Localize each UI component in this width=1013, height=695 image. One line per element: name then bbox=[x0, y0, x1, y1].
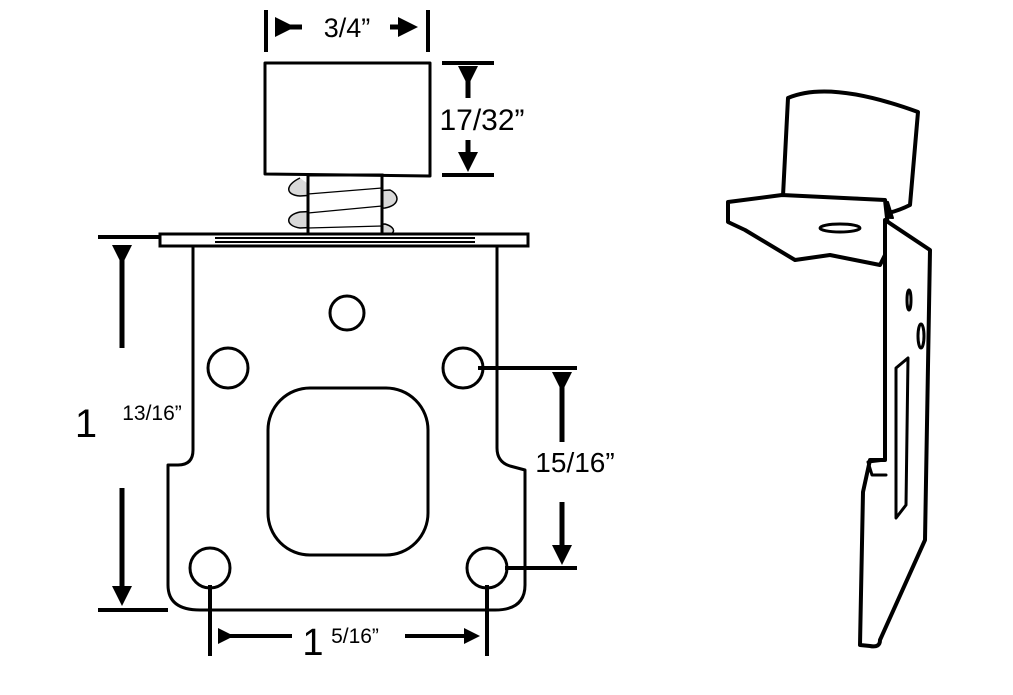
hole-lower-right bbox=[465, 546, 509, 590]
dimension-plate-height bbox=[98, 235, 168, 612]
stem bbox=[306, 173, 384, 237]
hole-horizontal-fraction: 5/16” bbox=[331, 625, 379, 648]
mounting-plate bbox=[166, 244, 527, 612]
cap-width-label: 3/4” bbox=[324, 13, 371, 43]
hole-horizontal-whole: 1 bbox=[302, 622, 323, 664]
hole-vertical-label: 15/16” bbox=[535, 447, 614, 478]
hole-upper-right bbox=[441, 346, 485, 390]
dimension-cap-width bbox=[264, 10, 430, 52]
hole-upper-left bbox=[206, 346, 250, 390]
cap-height-label: 17/32” bbox=[439, 104, 524, 137]
center-cutout bbox=[266, 386, 430, 557]
front-view bbox=[158, 61, 530, 612]
dimension-hole-vertical bbox=[478, 366, 577, 570]
hole-top bbox=[328, 294, 366, 332]
side-slot bbox=[894, 356, 910, 520]
cap bbox=[263, 61, 432, 178]
side-flange-hole bbox=[818, 222, 862, 234]
flange bbox=[158, 232, 530, 248]
side-view bbox=[726, 89, 932, 649]
side-flange bbox=[726, 193, 892, 267]
dimension-cap-height bbox=[442, 61, 494, 177]
dimension-hole-horizontal bbox=[208, 585, 489, 656]
plate-height-fraction: 13/16” bbox=[122, 402, 182, 425]
plate-height-whole: 1 bbox=[75, 402, 97, 446]
hole-lower-left bbox=[188, 546, 232, 590]
